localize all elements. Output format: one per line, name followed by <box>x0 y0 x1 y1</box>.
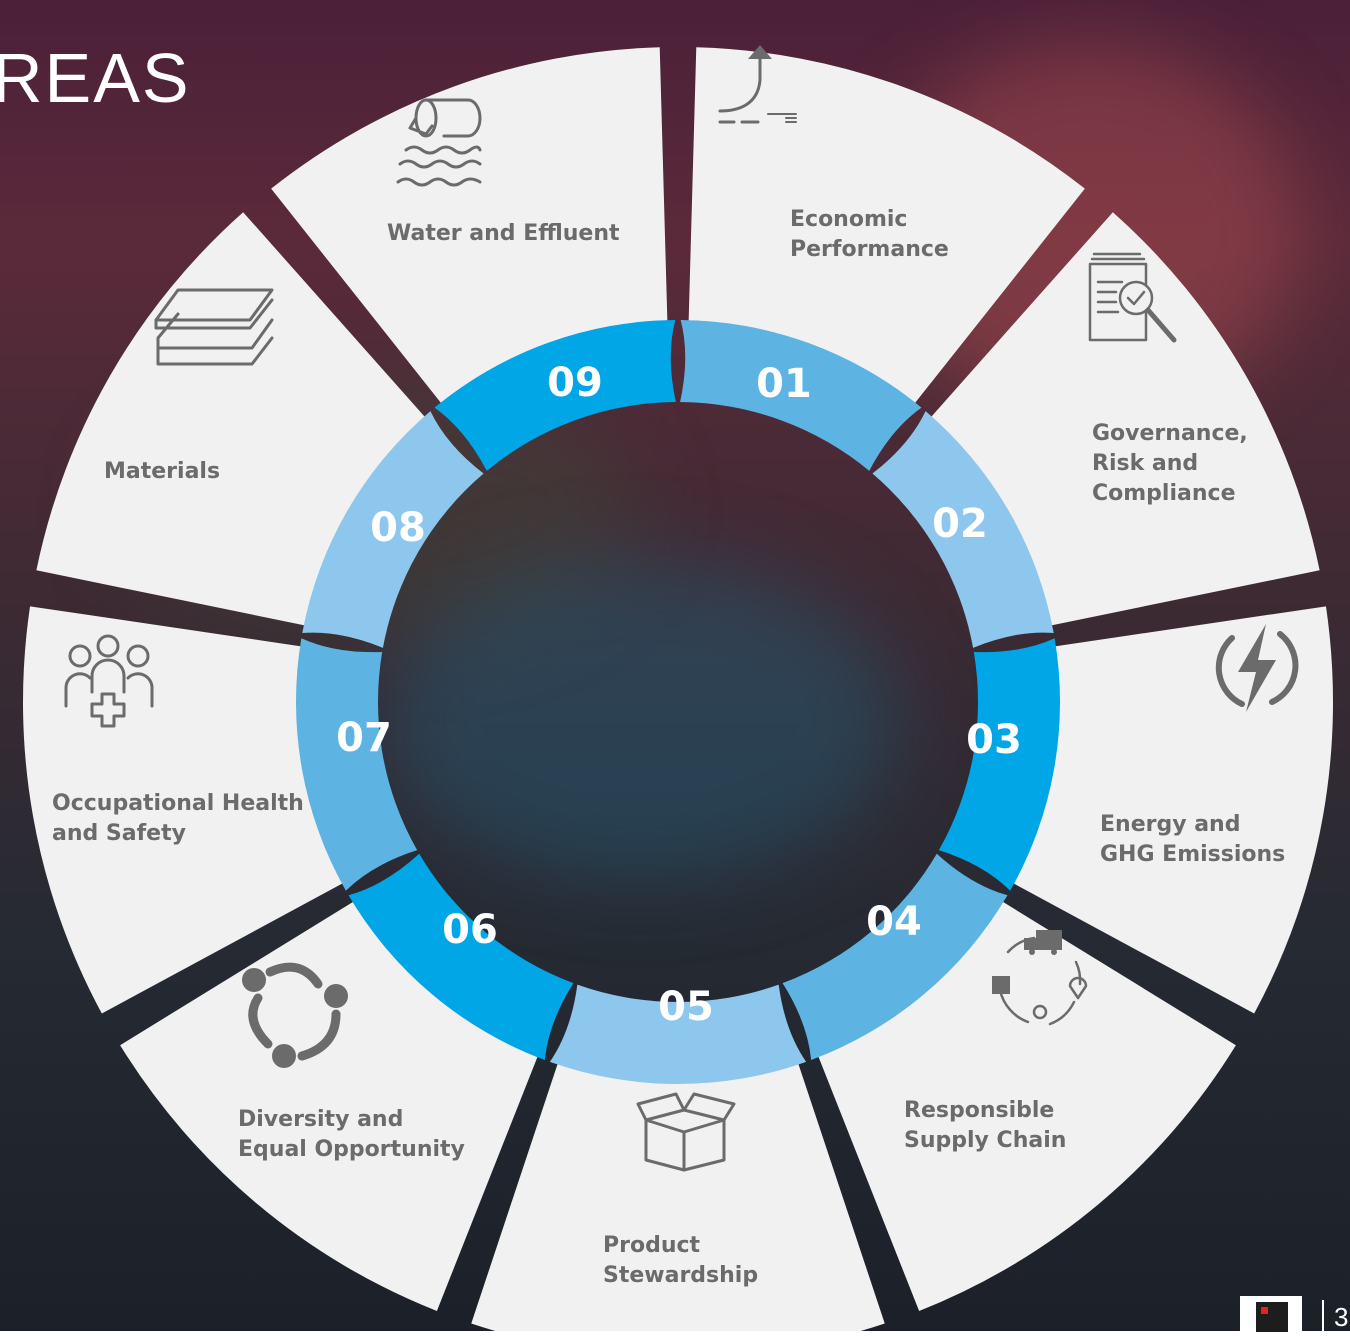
footer-divider <box>1322 1300 1324 1331</box>
people-cycle-icon <box>242 962 348 1068</box>
focus-area-petal <box>872 411 1054 648</box>
focus-area-number: 06 <box>442 907 498 953</box>
growth-arrow-icon <box>718 45 797 124</box>
focus-area-segment <box>36 212 433 628</box>
focus-area-number: 04 <box>866 899 922 945</box>
supply-cycle-icon <box>992 930 1088 1026</box>
focus-area-number: 03 <box>966 717 1022 763</box>
water-pipe-icon <box>396 98 482 187</box>
health-group-icon <box>64 634 154 728</box>
focus-area-petal <box>296 638 418 891</box>
focus-area-segment <box>471 1053 885 1331</box>
focus-area-number: 05 <box>658 984 714 1030</box>
focus-area-label: Water and Effluent <box>387 221 620 246</box>
lightning-icon <box>1215 624 1299 712</box>
company-logo <box>1240 1296 1302 1336</box>
page-title: REAS <box>0 39 191 117</box>
focus-area-segment <box>271 47 668 413</box>
focus-area-number: 01 <box>756 361 812 407</box>
focus-area-segment <box>814 895 1236 1312</box>
focus-area-number: 09 <box>547 360 603 406</box>
stacked-layers-icon <box>154 288 274 366</box>
focus-area-petal <box>348 853 574 1061</box>
focus-area-petal <box>680 320 922 471</box>
focus-area-petal <box>434 320 676 471</box>
open-box-icon <box>636 1092 736 1172</box>
focus-area-number: 02 <box>932 501 988 547</box>
focus-area-petal <box>549 984 807 1085</box>
focus-area-segment <box>22 606 353 1014</box>
focus-area-label: Materials <box>104 459 220 484</box>
focus-area-petal <box>782 853 1008 1061</box>
page-number: 3 <box>1334 1302 1349 1332</box>
focus-area-segment <box>923 212 1320 628</box>
focus-area-segment <box>688 47 1085 413</box>
focus-area-segment <box>1003 606 1334 1014</box>
document-search-icon <box>1088 252 1177 343</box>
focus-area-petal <box>302 411 484 648</box>
focus-area-segment <box>120 895 542 1312</box>
focus-area-number: 08 <box>370 505 426 551</box>
focus-area-number: 07 <box>336 715 392 761</box>
focus-area-petal <box>938 638 1060 891</box>
